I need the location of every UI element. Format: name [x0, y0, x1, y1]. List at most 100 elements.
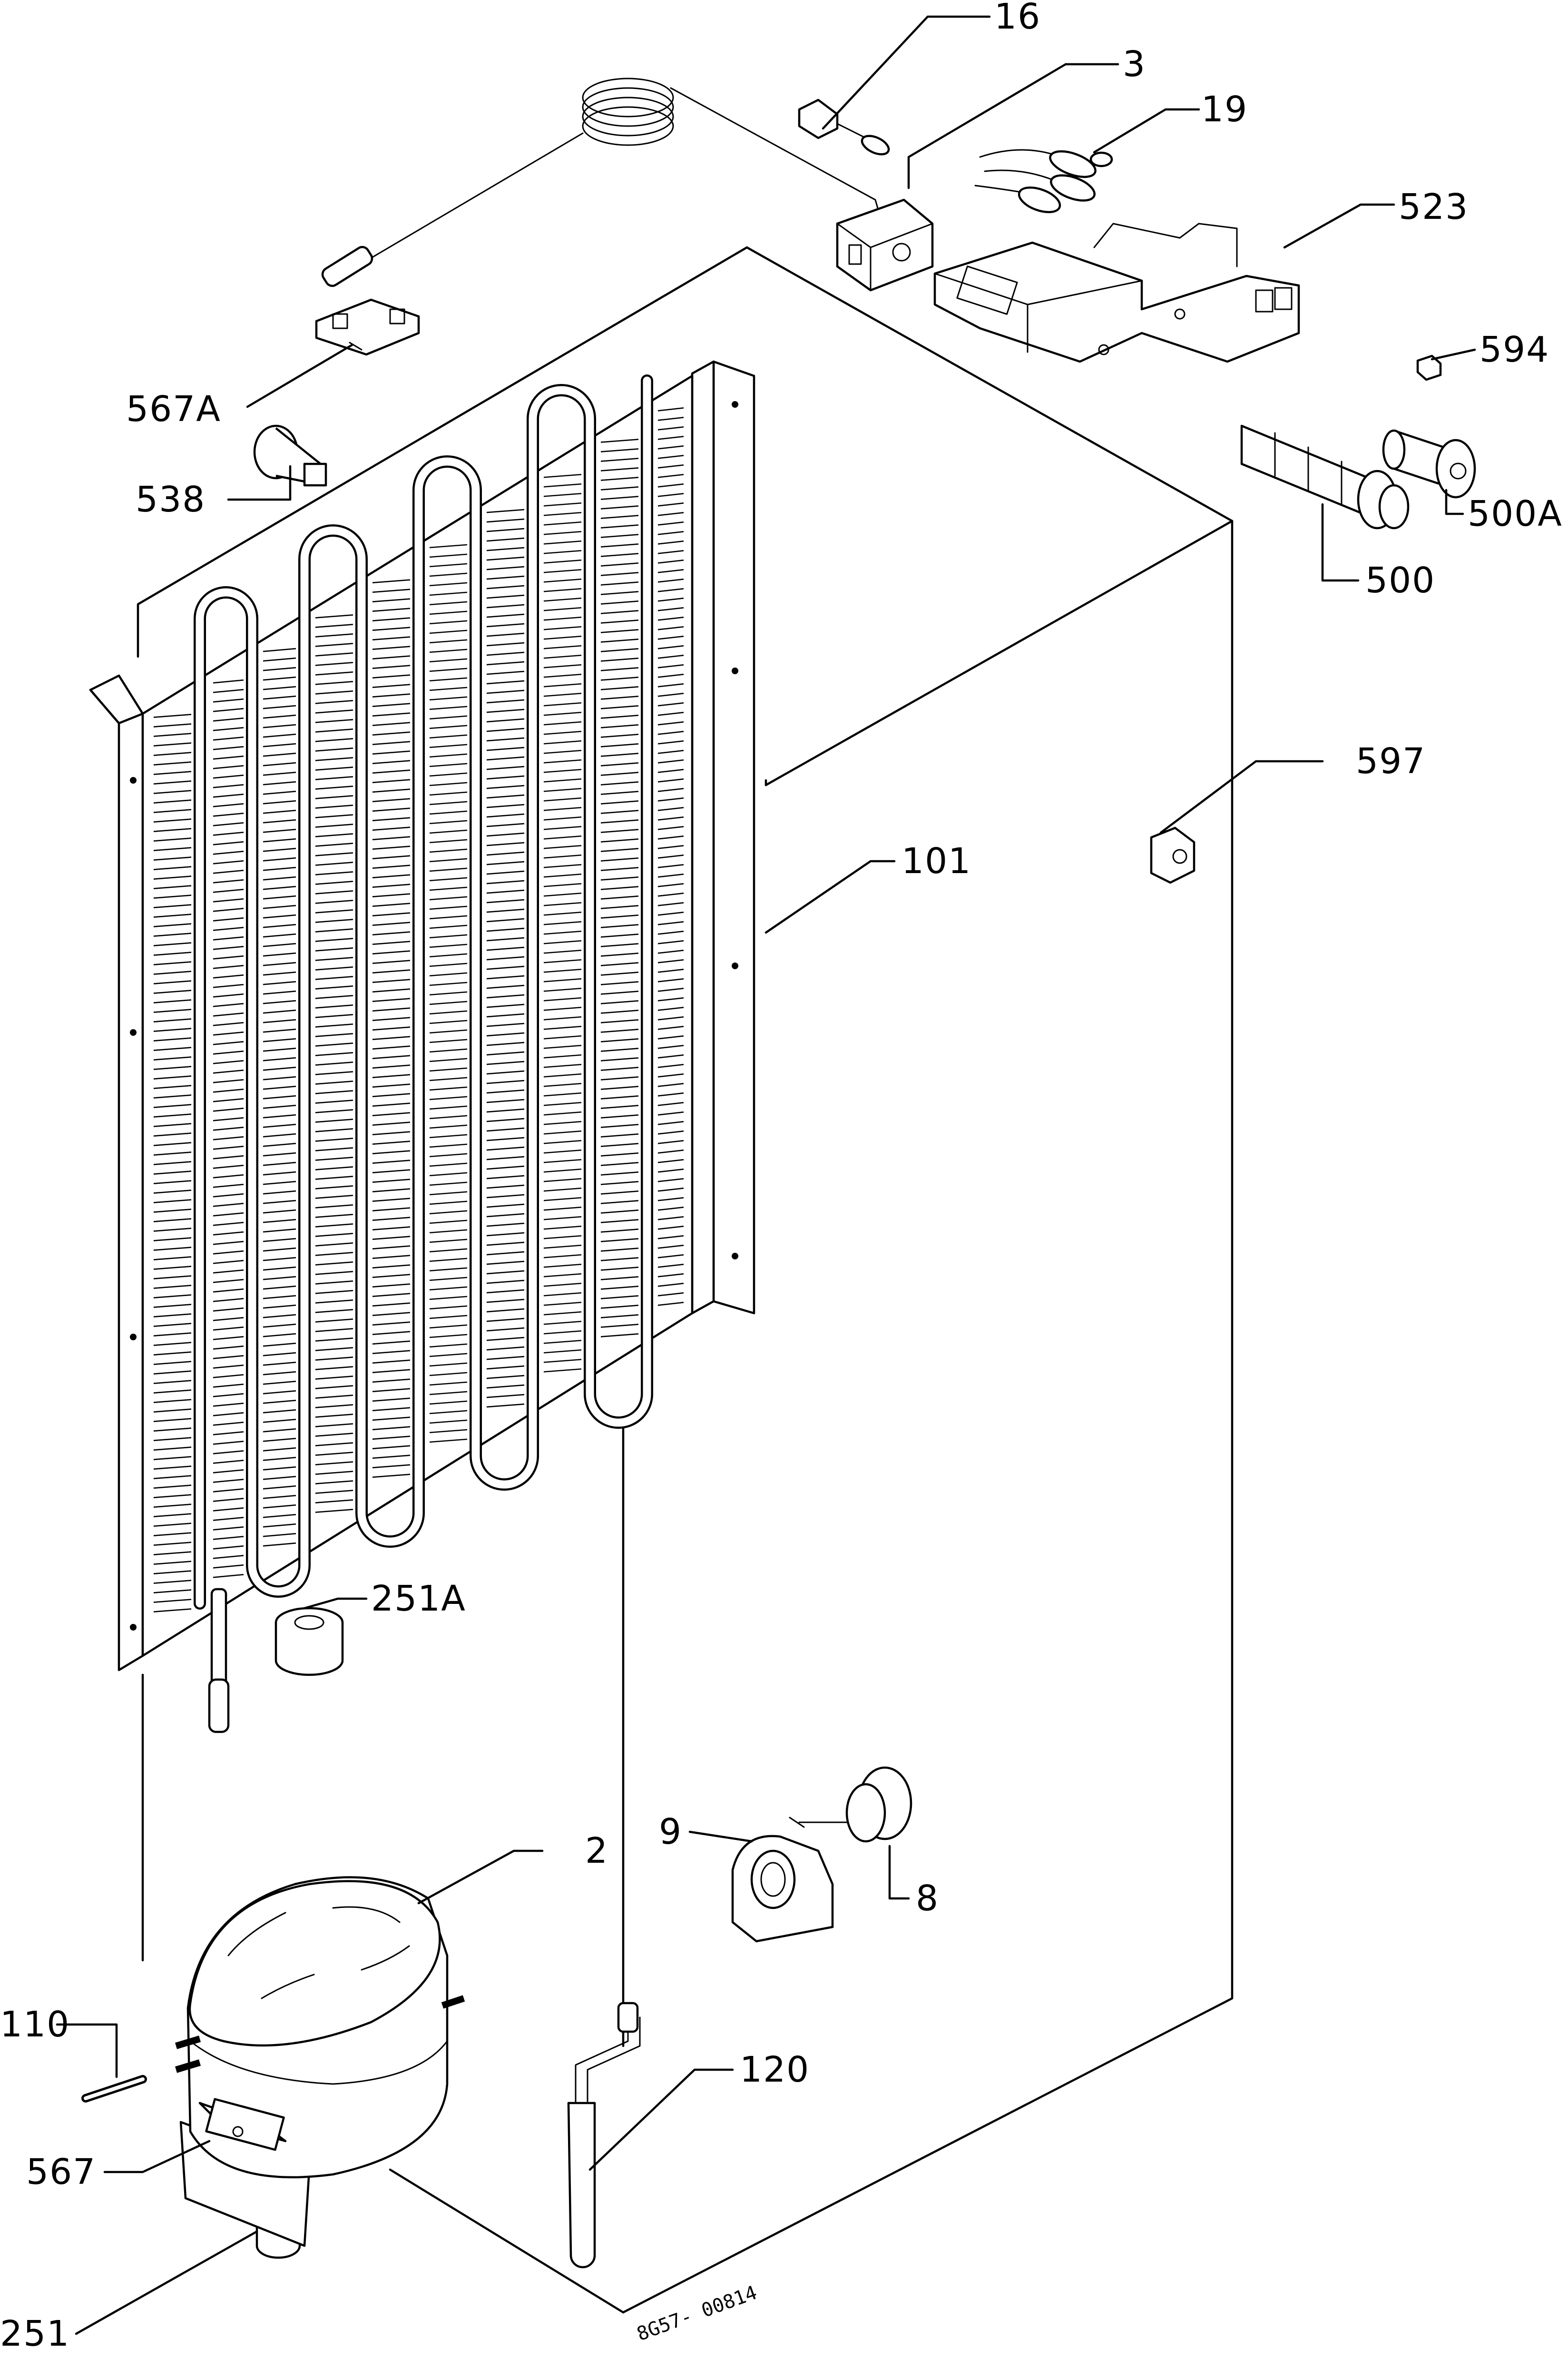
condenser-fin — [600, 715, 639, 719]
condenser-fin — [153, 1218, 192, 1222]
condenser-fin — [153, 961, 192, 965]
condenser-fin — [600, 1219, 639, 1223]
condenser-fin — [263, 1104, 296, 1109]
condenser-fin — [263, 1304, 296, 1309]
condenser-fin — [213, 1212, 244, 1217]
condenser-fin — [153, 1113, 192, 1118]
condenser-fin — [600, 677, 639, 681]
condenser-fin — [657, 778, 684, 783]
condenser-fin — [315, 662, 353, 666]
condenser-fin — [600, 1162, 639, 1166]
condenser-fin — [153, 1580, 192, 1584]
condenser-fin — [213, 965, 244, 969]
condenser-fin — [600, 648, 639, 652]
condenser-fin — [263, 657, 296, 662]
condenser-fin — [263, 714, 296, 719]
condenser-fin — [213, 917, 244, 922]
condenser-fin — [657, 1159, 684, 1163]
condenser-fin — [429, 782, 468, 786]
condenser-fin — [486, 604, 525, 609]
condenser-fin — [600, 1305, 639, 1309]
condenser-fin — [153, 1370, 192, 1375]
condenser-fin — [315, 1100, 353, 1104]
condenser-fin — [486, 794, 525, 799]
condenser-fin — [372, 1179, 411, 1183]
condenser-fin — [429, 753, 468, 758]
condenser-fin — [153, 1313, 192, 1317]
condenser-fin — [429, 1181, 468, 1186]
condenser-fin — [429, 1296, 468, 1300]
condenser-fin — [213, 1231, 244, 1236]
condenser-fin — [543, 806, 582, 811]
condenser-fin — [600, 705, 639, 709]
condenser-fin — [486, 585, 525, 590]
condenser-fin — [600, 1143, 639, 1147]
condenser-fin — [213, 1498, 244, 1502]
condenser-fin — [486, 899, 525, 904]
callout-594: 594 — [1480, 329, 1549, 370]
condenser-fin — [315, 1366, 353, 1370]
condenser-fin — [315, 1318, 353, 1323]
condenser-fin — [543, 626, 582, 630]
condenser-fin — [429, 649, 468, 653]
condenser-fin — [315, 652, 353, 657]
condenser-fin — [263, 914, 296, 919]
condenser-fin — [372, 826, 411, 831]
condenser-fin — [657, 797, 684, 802]
condenser-fin — [429, 972, 468, 977]
condenser-fin — [600, 1324, 639, 1328]
condenser-fin — [429, 1124, 468, 1129]
condenser-fin — [153, 894, 192, 899]
condenser-fin — [315, 747, 353, 752]
condenser-fin — [263, 1295, 296, 1299]
condenser-fin — [600, 1333, 639, 1337]
condenser-fin — [315, 1490, 353, 1494]
callout-3: 3 — [1123, 44, 1146, 85]
condenser-fin — [315, 871, 353, 875]
condenser-fin — [263, 1533, 296, 1537]
condenser-fin — [315, 1499, 353, 1504]
condenser-fin — [213, 1346, 244, 1350]
condenser-fin — [486, 766, 525, 770]
condenser-fin — [429, 1238, 468, 1243]
condenser-fin — [372, 1378, 411, 1383]
condenser-fin — [486, 1013, 525, 1018]
condenser-fin — [315, 928, 353, 933]
condenser-fin — [263, 1456, 296, 1461]
condenser-fin — [315, 862, 353, 866]
condenser-fin — [315, 1052, 353, 1056]
condenser-fin — [372, 922, 411, 926]
condenser-fin — [213, 813, 244, 817]
condenser-fin — [600, 867, 639, 871]
callout-9: 9 — [659, 1811, 682, 1852]
condenser-fin — [315, 671, 353, 676]
condenser-fin — [657, 436, 684, 440]
condenser-fin — [263, 733, 296, 738]
condenser-fin — [429, 1143, 468, 1148]
condenser-fin — [429, 668, 468, 672]
condenser-fin — [543, 473, 582, 478]
condenser-fin — [657, 426, 684, 431]
condenser-fin — [486, 1070, 525, 1075]
condenser-fin — [153, 866, 192, 870]
callout-251: 251 — [0, 2313, 70, 2354]
condenser-fin — [657, 902, 684, 906]
condenser-fin — [372, 1388, 411, 1392]
condenser-fin — [315, 614, 353, 619]
condenser-fin — [429, 1077, 468, 1081]
condenser-fin — [372, 950, 411, 954]
condenser-fin — [315, 1328, 353, 1332]
condenser-fin — [213, 955, 244, 960]
condenser-fin — [263, 1342, 296, 1347]
condenser-fin — [486, 1022, 525, 1027]
condenser-fin — [263, 933, 296, 938]
condenser-fin — [657, 959, 684, 963]
capillary-coil — [321, 78, 881, 287]
condenser-fin — [153, 1285, 192, 1289]
condenser-fin — [486, 1203, 525, 1208]
condenser-fin — [486, 566, 525, 570]
condenser-fin — [213, 1108, 244, 1112]
condenser-fin — [213, 794, 244, 798]
condenser-fin — [657, 816, 684, 821]
